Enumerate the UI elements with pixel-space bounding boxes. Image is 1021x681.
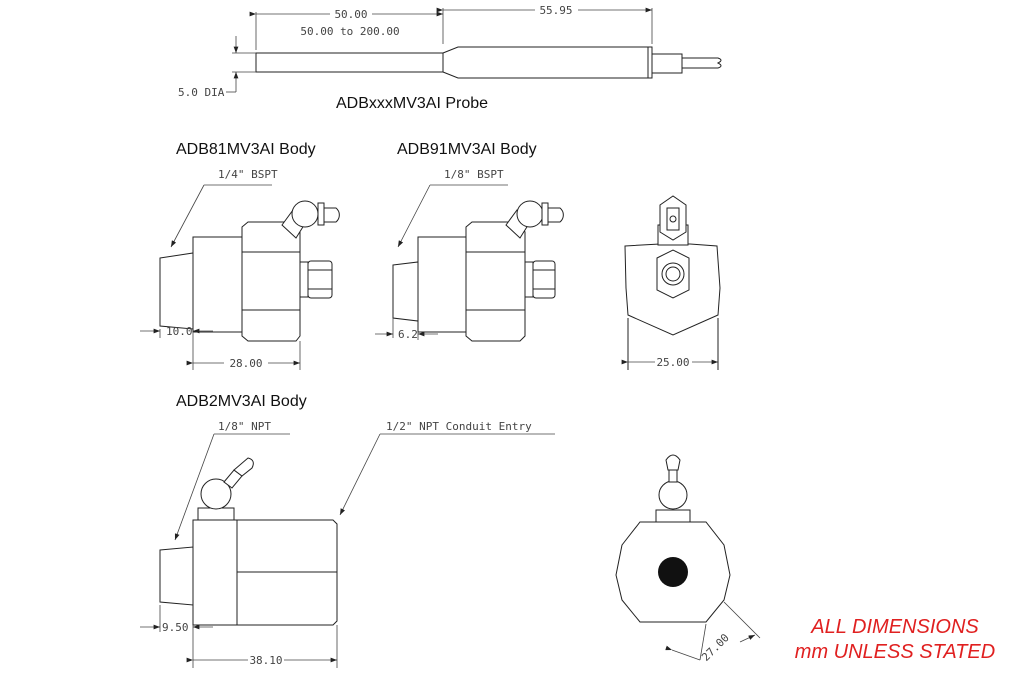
probe-range-dim: 50.00 to 200.00 bbox=[300, 25, 399, 38]
adb2-thread-dim: 9.50 bbox=[162, 621, 189, 634]
adb2-length-dim: 38.10 bbox=[249, 654, 282, 667]
probe-drawing: 50.00 50.00 to 200.00 55.95 5.0 DIA ADBx… bbox=[178, 4, 722, 112]
conduit-hole bbox=[658, 557, 688, 587]
units-note-line1: ALL DIMENSIONS bbox=[811, 616, 979, 638]
end-view-width-dim: 25.00 bbox=[656, 356, 689, 369]
adb91-title: ADB91MV3AI Body bbox=[397, 141, 537, 158]
probe-dia-dim: 5.0 DIA bbox=[178, 86, 225, 99]
adb81-thread-label: 1/4" BSPT bbox=[218, 168, 278, 181]
adb81-length-dim: 28.00 bbox=[229, 357, 262, 370]
adb2-thread-label: 1/8" NPT bbox=[218, 420, 271, 433]
probe-body-dim: 55.95 bbox=[539, 4, 572, 17]
adb91-body-drawing: ADB91MV3AI Body 1/8" BSPT 6.2 25.00 bbox=[375, 141, 721, 370]
adb81-body-drawing: ADB81MV3AI Body 1/4" BSPT 10.0 28.00 bbox=[140, 141, 340, 370]
probe-title: ADBxxxMV3AI Probe bbox=[336, 95, 488, 112]
adb91-thread-label: 1/8" BSPT bbox=[444, 168, 504, 181]
adb2-conduit-label: 1/2" NPT Conduit Entry bbox=[386, 420, 532, 433]
adb2-body-drawing: ADB2MV3AI Body 1/8" NPT 1/2" NPT Conduit… bbox=[140, 393, 761, 668]
adb91-thread-dim: 6.2 bbox=[398, 328, 418, 341]
probe-length-dim: 50.00 bbox=[334, 8, 367, 21]
adb81-title: ADB81MV3AI Body bbox=[176, 141, 316, 158]
units-note-line2: mm UNLESS STATED bbox=[794, 641, 996, 663]
adb2-title: ADB2MV3AI Body bbox=[176, 393, 307, 410]
adb81-thread-dim: 10.0 bbox=[166, 325, 193, 338]
